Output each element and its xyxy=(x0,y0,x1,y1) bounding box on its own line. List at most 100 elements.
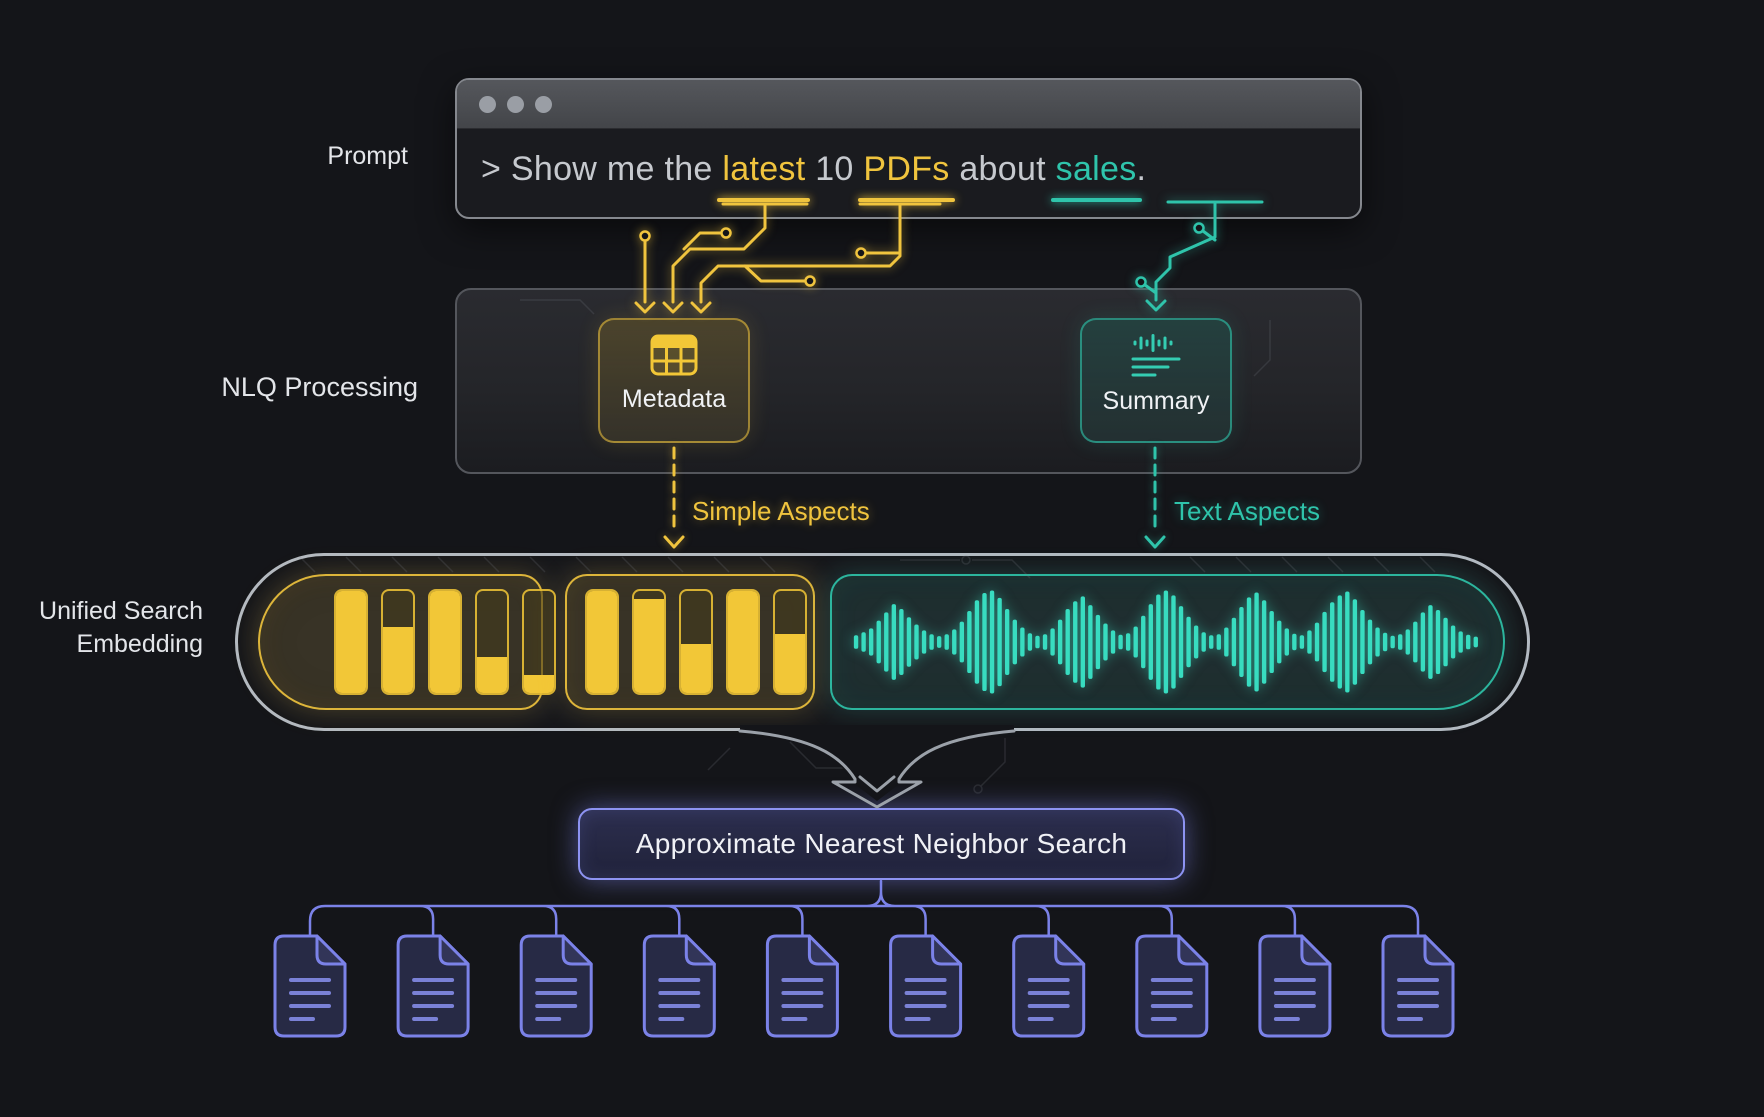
waveform-bar xyxy=(1224,627,1228,656)
embedding-bar xyxy=(428,589,462,695)
document-text-line xyxy=(1028,991,1070,995)
document-text-line xyxy=(1397,991,1439,995)
document-text-line xyxy=(781,991,823,995)
waveform-bar xyxy=(937,636,941,648)
histogram-right xyxy=(567,589,813,695)
waveform-bar xyxy=(1330,602,1334,682)
waveform-bar xyxy=(990,591,994,694)
terminal-titlebar xyxy=(457,80,1360,129)
document-text-line xyxy=(412,1004,454,1008)
document-text-line xyxy=(781,978,823,982)
waveform-bar xyxy=(1111,630,1115,653)
unified-search-embedding-side-label: Unified Search Embedding xyxy=(20,595,203,661)
waveform-bar xyxy=(1277,621,1281,664)
waveform-bar xyxy=(1020,627,1024,656)
waveform-bar xyxy=(1118,635,1122,650)
unified-label-line1: Unified Search xyxy=(20,595,203,628)
waveform-bar xyxy=(1406,629,1410,654)
document-text-line xyxy=(1274,978,1316,982)
waveform-bar xyxy=(1043,634,1047,650)
waveform-bar xyxy=(1474,637,1478,648)
waveform-bar xyxy=(861,632,865,651)
table-icon xyxy=(650,334,698,376)
waveform-bar xyxy=(1360,610,1364,674)
prompt-token: about xyxy=(950,150,1056,188)
embedding-bar xyxy=(585,589,619,695)
document-icon xyxy=(1260,936,1330,1036)
metadata-label: Metadata xyxy=(622,385,726,414)
simple-aspects-label: Simple Aspects xyxy=(692,496,870,527)
waveform-bar xyxy=(869,628,873,655)
waveform-bar xyxy=(877,621,881,664)
ann-search-box: Approximate Nearest Neighbor Search xyxy=(578,808,1185,880)
waveform-bar xyxy=(1239,607,1243,677)
waveform-bar xyxy=(1285,628,1289,655)
tree-connector-lines xyxy=(310,881,1418,936)
waveform-bar xyxy=(1013,620,1017,665)
waveform-bar xyxy=(1368,620,1372,665)
waveform-bar xyxy=(1398,634,1402,650)
document-text-line xyxy=(658,991,700,995)
waveform-bar xyxy=(1179,606,1183,678)
waveform-bar xyxy=(1338,595,1342,688)
waveform-bar xyxy=(975,600,979,683)
document-text-line xyxy=(1274,991,1316,995)
waveform-bar xyxy=(1126,633,1130,650)
waveform-bar xyxy=(1050,628,1054,655)
embedding-bar xyxy=(773,589,807,695)
waveform-bar xyxy=(1081,596,1085,687)
waveform-bar xyxy=(960,622,964,663)
document-text-line xyxy=(658,978,700,982)
waveform-bar xyxy=(1300,635,1304,649)
document-text-line xyxy=(1274,1017,1300,1021)
document-text-line xyxy=(658,1017,684,1021)
embedding-bar xyxy=(522,589,556,695)
embedding-bar xyxy=(475,589,509,695)
waveform-bar xyxy=(1232,618,1236,667)
prompt-token: . xyxy=(1137,150,1147,188)
embedding-bar xyxy=(679,589,713,695)
waveform-bar xyxy=(1217,634,1221,650)
waveform-bar xyxy=(1383,633,1387,651)
document-text-line xyxy=(535,991,577,995)
document-text-line xyxy=(535,1004,577,1008)
waveform-graphic xyxy=(832,576,1503,708)
histogram-left xyxy=(260,589,541,695)
waveform-bar xyxy=(952,629,956,654)
document-icon xyxy=(644,936,714,1036)
waveform-bar xyxy=(1436,610,1440,674)
waveform-bar xyxy=(1096,615,1100,669)
waveform-bar xyxy=(1134,626,1138,657)
document-text-line xyxy=(1028,1017,1054,1021)
document-text-line xyxy=(1397,1017,1423,1021)
waveform-bar xyxy=(922,630,926,653)
waveform-bar xyxy=(1005,609,1009,675)
document-text-line xyxy=(905,978,947,982)
waveform-bar xyxy=(1209,635,1213,649)
document-text-line xyxy=(781,1017,807,1021)
waveform-bar xyxy=(1201,632,1205,651)
result-tree-connectors xyxy=(310,881,1418,936)
prompt-token: 10 xyxy=(815,150,853,188)
waveform-bar xyxy=(1451,626,1455,659)
waveform-bar xyxy=(1262,600,1266,683)
document-text-line xyxy=(658,1004,700,1008)
waveform-bar xyxy=(1375,627,1379,656)
waveform-bar xyxy=(899,609,903,675)
window-dot-icon xyxy=(479,96,496,113)
waveform-bar xyxy=(1413,622,1417,663)
unified-label-line2: Embedding xyxy=(20,628,203,661)
document-icon xyxy=(891,936,961,1036)
waveform-bar xyxy=(1186,617,1190,667)
waveform-bar xyxy=(1292,634,1296,651)
window-dot-icon xyxy=(535,96,552,113)
document-text-line xyxy=(1028,978,1070,982)
document-text-line xyxy=(905,1004,947,1008)
waveform-bar xyxy=(1428,605,1432,679)
document-icon xyxy=(1137,936,1207,1036)
waveform-bar xyxy=(907,617,911,667)
document-text-line xyxy=(289,991,331,995)
prompt-token: PDFs xyxy=(863,150,949,188)
document-text-line xyxy=(1151,991,1193,995)
document-text-line xyxy=(289,1017,315,1021)
